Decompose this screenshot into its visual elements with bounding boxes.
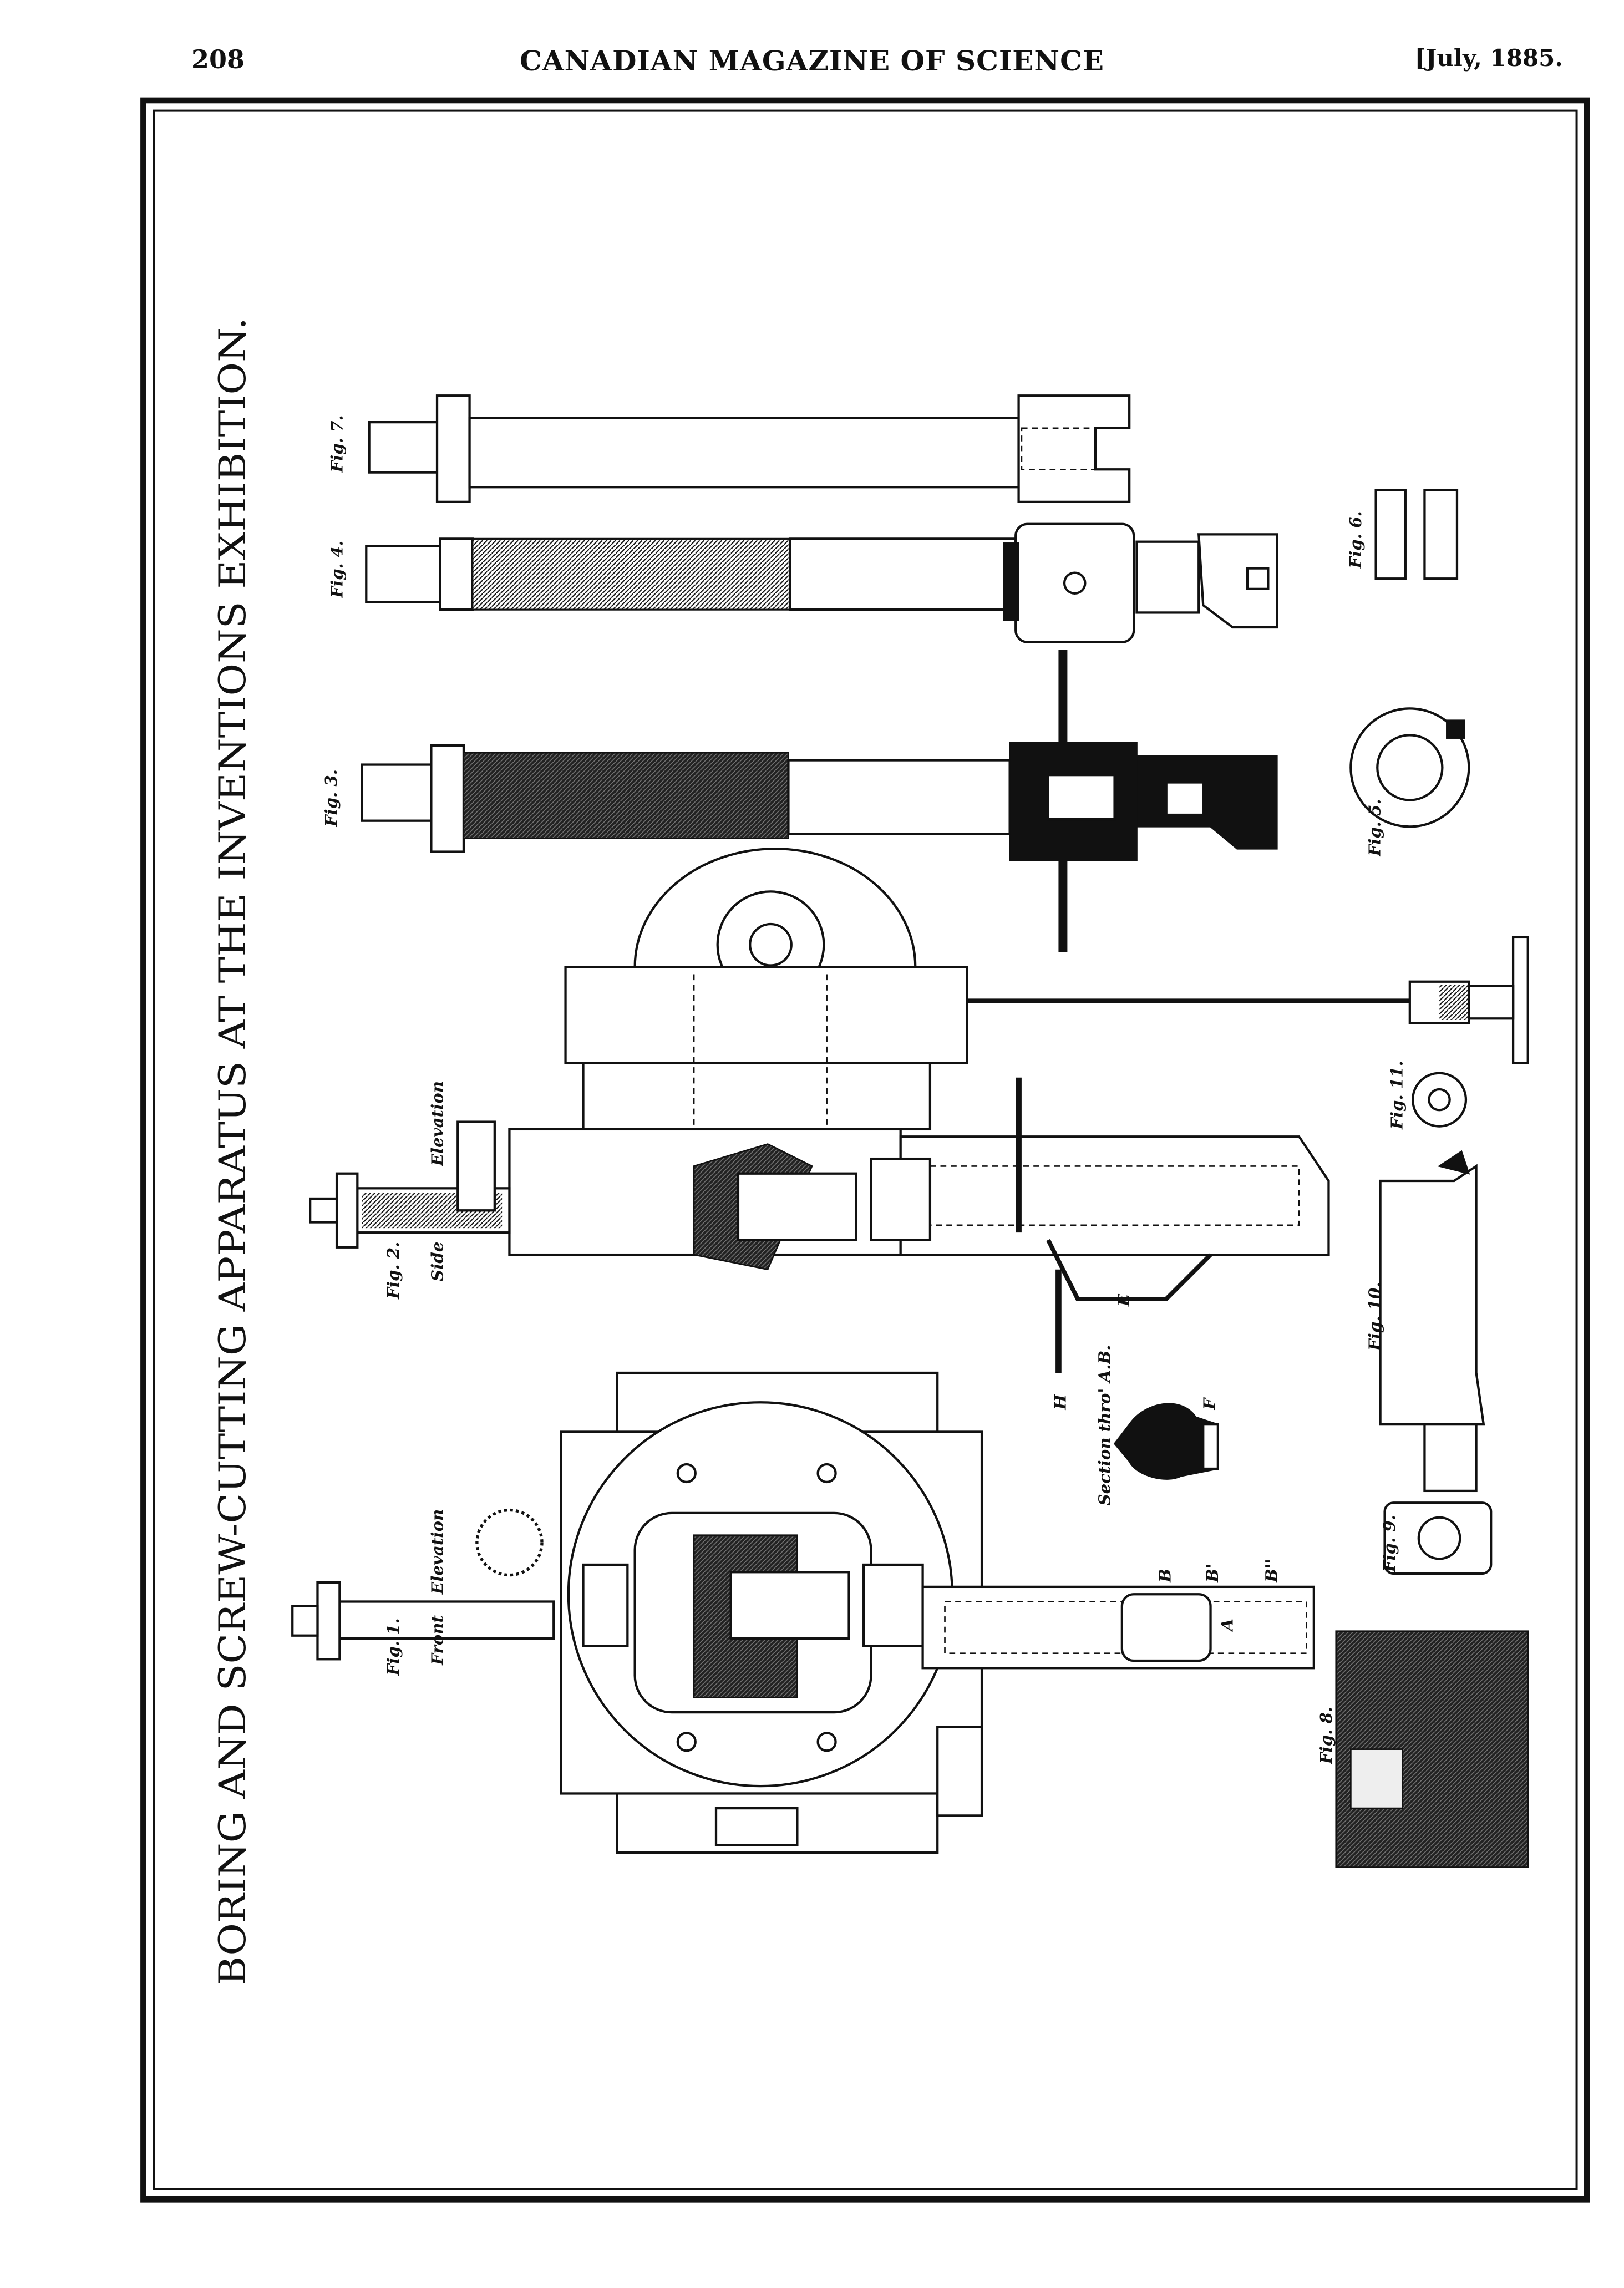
plate-inner-border	[153, 109, 1578, 2190]
fig9-label: Fig. 9.	[1380, 1515, 1399, 1572]
fig5-drawing	[1349, 707, 1470, 828]
fig10-drawing	[1379, 1150, 1485, 1493]
magazine-title: CANADIAN MAGAZINE OF SCIENCE	[520, 44, 1104, 77]
plate-title: BORING AND SCREW-CUTTING APPARATUS AT TH…	[211, 317, 254, 1985]
fig3-label: Fig. 3.	[322, 769, 341, 827]
fig1-label: Fig. 1.	[384, 1618, 403, 1676]
fig11-label: Fig. 11.	[1388, 1061, 1407, 1130]
page-number: 208	[191, 44, 245, 74]
fig5-label: Fig. 5.	[1366, 799, 1384, 856]
fig7-label: Fig. 7.	[328, 415, 347, 473]
fig2-label: Fig. 2.	[384, 1242, 403, 1300]
plate-outer-border	[140, 97, 1590, 2203]
letter-b-prime: B'	[1203, 1564, 1222, 1583]
fig3-rod-drawing	[361, 649, 1278, 952]
fig1-front-elevation-drawing	[291, 1371, 1315, 1854]
fig6-drawing	[1374, 489, 1459, 580]
section-ab-label: Section thro' A.B.	[1095, 1345, 1114, 1506]
fig1-front-label: Front	[428, 1615, 447, 1665]
fig10-label: Fig. 10.	[1366, 1282, 1384, 1351]
fig4-label: Fig. 4.	[328, 541, 347, 598]
issue-date: [July, 1885.	[1414, 44, 1563, 72]
fig4-rod-drawing	[365, 522, 1278, 643]
fig11-drawing	[1412, 1072, 1468, 1128]
fig9-drawing	[1383, 1501, 1493, 1575]
section-ab-drawing	[1113, 1403, 1219, 1480]
fig2-side-elevation-drawing	[309, 848, 1529, 1373]
fig1-elevation-label: Elevation	[428, 1509, 447, 1595]
letter-a: A	[1217, 1619, 1236, 1633]
letter-b-double-prime: B''	[1262, 1559, 1281, 1583]
fig8-label: Fig. 8.	[1317, 1707, 1336, 1764]
letter-e: E	[1114, 1293, 1133, 1307]
fig2-side-label: Side	[428, 1242, 447, 1281]
letter-f: F	[1200, 1397, 1219, 1411]
fig2-elevation-label: Elevation	[428, 1081, 447, 1166]
letter-b: B	[1156, 1569, 1175, 1583]
fig7-rod-drawing	[368, 394, 1131, 503]
letter-h: H	[1051, 1394, 1070, 1411]
fig6-label: Fig. 6.	[1346, 511, 1365, 569]
fig8-drawing	[1335, 1630, 1529, 1868]
